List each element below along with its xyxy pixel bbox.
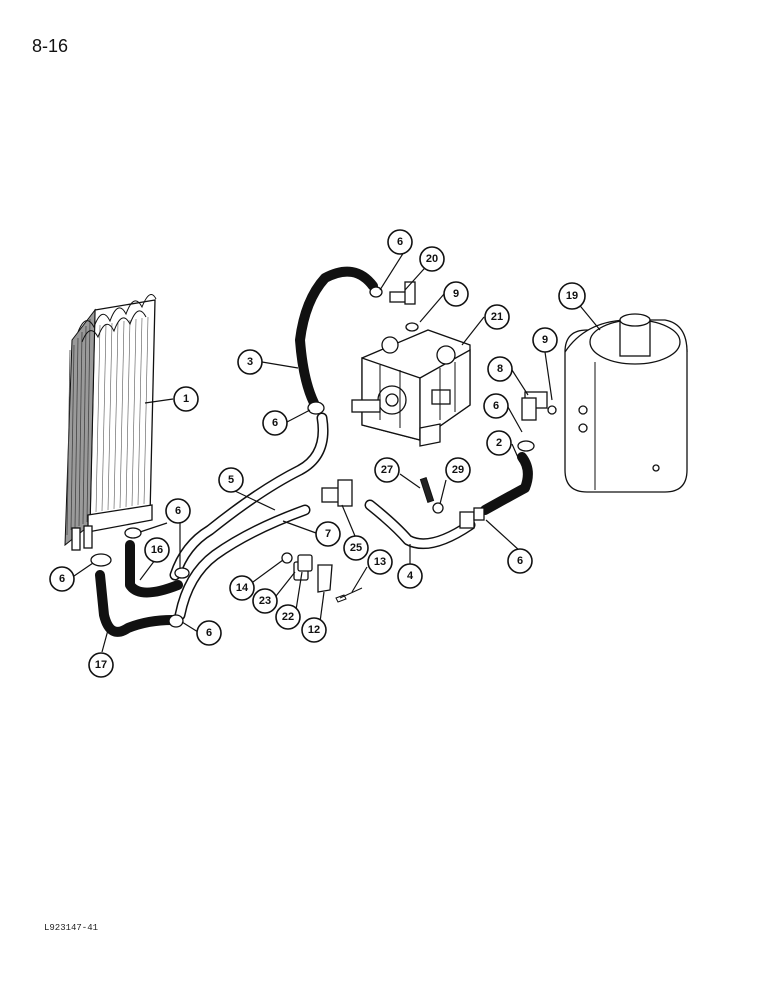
illustration-reference-code: L923147-41 bbox=[44, 923, 99, 933]
callout-20: 20 bbox=[419, 246, 445, 272]
callout-8: 8 bbox=[487, 356, 513, 382]
hose-17 bbox=[95, 570, 177, 637]
elbow-fitting-8 bbox=[521, 391, 548, 421]
bolt-13 bbox=[335, 587, 363, 603]
callout-23: 23 bbox=[252, 588, 278, 614]
svg-text:25: 25 bbox=[350, 542, 362, 554]
callout-22: 22 bbox=[275, 604, 301, 630]
elbow-fitting-20 bbox=[389, 281, 416, 305]
hose-3 bbox=[295, 266, 378, 408]
svg-text:7: 7 bbox=[325, 528, 331, 540]
callout-13: 13 bbox=[367, 549, 393, 575]
svg-text:4: 4 bbox=[407, 570, 414, 582]
hose-clamp bbox=[174, 567, 190, 579]
svg-text:8: 8 bbox=[497, 363, 503, 375]
tube-4 bbox=[364, 499, 476, 550]
tube-5 bbox=[169, 412, 329, 581]
svg-text:22: 22 bbox=[282, 611, 294, 623]
hose-clamp bbox=[124, 527, 142, 539]
callout-6: 6 bbox=[165, 498, 191, 524]
svg-text:27: 27 bbox=[381, 464, 393, 476]
page-number: 8-16 bbox=[32, 36, 69, 56]
callout-12: 12 bbox=[301, 617, 327, 643]
svg-text:3: 3 bbox=[247, 356, 253, 368]
callout-6: 6 bbox=[483, 393, 509, 419]
svg-text:16: 16 bbox=[151, 544, 163, 556]
fitting-29 bbox=[432, 502, 444, 514]
callout-19: 19 bbox=[558, 282, 586, 310]
oil-cooler bbox=[64, 294, 157, 551]
callout-6: 6 bbox=[262, 410, 288, 436]
svg-text:13: 13 bbox=[374, 556, 386, 568]
svg-text:23: 23 bbox=[259, 595, 271, 607]
svg-text:9: 9 bbox=[542, 334, 548, 346]
hose-clamp bbox=[517, 440, 535, 452]
callout-7: 7 bbox=[315, 521, 341, 547]
pin-27 bbox=[419, 477, 435, 503]
o-ring-9 bbox=[405, 322, 419, 332]
svg-text:6: 6 bbox=[206, 627, 212, 639]
svg-text:21: 21 bbox=[491, 311, 503, 323]
svg-text:19: 19 bbox=[566, 290, 578, 302]
callout-9: 9 bbox=[443, 281, 469, 307]
hose-clamp bbox=[307, 401, 325, 415]
nut-14 bbox=[281, 552, 293, 564]
svg-text:12: 12 bbox=[308, 624, 320, 636]
callout-6: 6 bbox=[507, 548, 533, 574]
callout-6: 6 bbox=[49, 566, 75, 592]
clamp-12 bbox=[317, 564, 333, 593]
hose-2 bbox=[480, 452, 533, 515]
callout-2: 2 bbox=[486, 430, 512, 456]
svg-text:6: 6 bbox=[493, 400, 499, 412]
svg-text:14: 14 bbox=[236, 582, 249, 594]
svg-text:6: 6 bbox=[517, 555, 523, 567]
hose-clamp bbox=[168, 614, 184, 628]
elbow-fitting-25 bbox=[321, 479, 353, 507]
callout-6: 6 bbox=[387, 229, 413, 255]
hose-16 bbox=[125, 540, 183, 598]
callout-3: 3 bbox=[237, 349, 263, 375]
callout-9: 9 bbox=[532, 327, 558, 353]
svg-text:1: 1 bbox=[183, 393, 189, 405]
svg-text:17: 17 bbox=[95, 659, 107, 671]
hydraulic-tank bbox=[564, 313, 688, 493]
svg-text:6: 6 bbox=[59, 573, 65, 585]
hose-fitting bbox=[459, 507, 485, 529]
svg-text:6: 6 bbox=[272, 417, 278, 429]
bushing-22 bbox=[297, 554, 313, 572]
callout-25: 25 bbox=[343, 535, 369, 561]
svg-text:29: 29 bbox=[452, 464, 464, 476]
hydraulic-pump bbox=[351, 329, 471, 447]
svg-text:2: 2 bbox=[496, 437, 502, 449]
callout-21: 21 bbox=[484, 304, 510, 330]
callout-27: 27 bbox=[374, 457, 400, 483]
callout-14: 14 bbox=[229, 575, 255, 601]
callout-16: 16 bbox=[144, 537, 170, 563]
svg-text:5: 5 bbox=[228, 474, 234, 486]
callout-5: 5 bbox=[218, 467, 244, 493]
callout-1: 1 bbox=[173, 386, 199, 412]
callout-29: 29 bbox=[445, 457, 471, 483]
svg-text:20: 20 bbox=[426, 253, 438, 265]
hose-clamp bbox=[90, 553, 112, 567]
callout-4: 4 bbox=[397, 563, 423, 589]
callout-17: 17 bbox=[88, 652, 114, 678]
svg-text:6: 6 bbox=[397, 236, 403, 248]
callout-6: 6 bbox=[196, 620, 222, 646]
o-ring-9 bbox=[547, 405, 557, 415]
hose-clamp bbox=[369, 286, 383, 298]
svg-text:9: 9 bbox=[453, 288, 459, 300]
svg-text:6: 6 bbox=[175, 505, 181, 517]
tube-7 bbox=[174, 504, 311, 621]
